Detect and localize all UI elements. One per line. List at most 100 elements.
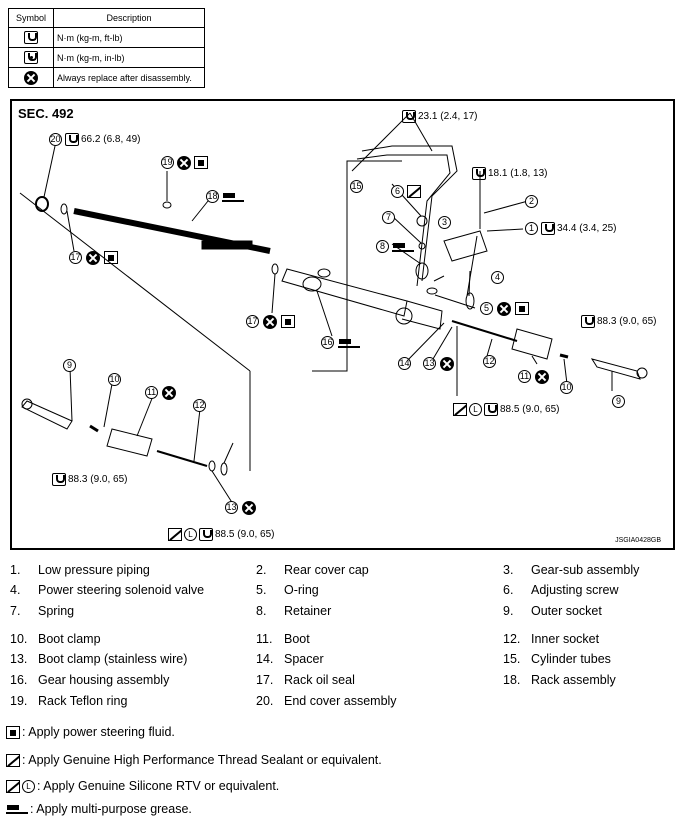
callout-13a: 13 — [423, 357, 436, 370]
sealant-icon — [168, 528, 182, 541]
torque-wrench-small-icon — [8, 47, 54, 68]
callout-12a: 12 — [483, 355, 496, 368]
legend-item: 14.Spacer — [256, 652, 324, 666]
note-grease: : Apply multi-purpose grease. — [6, 802, 192, 816]
callout-18: 18 — [206, 190, 219, 203]
legend-item: 17.Rack oil seal — [256, 673, 355, 687]
sealant-icon — [6, 779, 20, 793]
torque-20: 66.2 (6.8, 49) — [65, 133, 140, 146]
note-rtv: L : Apply Genuine Silicone RTV or equiva… — [6, 779, 279, 793]
sealant-icon — [453, 403, 467, 416]
note-sealant: : Apply Genuine High Performance Thread … — [6, 753, 382, 767]
symbol-description: N·m (kg-m, ft-lb) — [53, 27, 205, 48]
torque-value: 88.3 (9.0, 65) — [597, 316, 657, 327]
torque-9-left: 88.3 (9.0, 65) — [52, 473, 127, 486]
legend-item: 16.Gear housing assembly — [10, 673, 170, 687]
callout-17a: 17 — [69, 251, 82, 264]
grease-icon — [6, 804, 28, 814]
legend-item: 9.Outer socket — [503, 604, 602, 618]
symbol-description: Always replace after disassembly. — [53, 67, 205, 88]
callout-20: 20 — [49, 133, 62, 146]
torque-wrench-icon — [8, 27, 54, 48]
callout-13b: 13 — [225, 501, 238, 514]
callout-10a: 10 — [560, 381, 573, 394]
callout-9b: 9 — [63, 359, 76, 372]
callout-10b: 10 — [108, 373, 121, 386]
callout-11a: 11 — [518, 370, 531, 383]
legend-item: 15.Cylinder tubes — [503, 652, 611, 666]
torque-12-left: L 88.5 (9.0, 65) — [168, 528, 274, 541]
torque-value: 88.5 (9.0, 65) — [500, 404, 560, 415]
symbol-description: N·m (kg-m, in-lb) — [53, 47, 205, 68]
torque-wrench-icon — [199, 528, 213, 541]
legend-item: 4.Power steering solenoid valve — [10, 583, 205, 597]
legend-item: 5.O-ring — [256, 583, 319, 597]
replace-x-icon — [535, 370, 549, 384]
legend-item: 10.Boot clamp — [10, 632, 101, 646]
parts-drawing — [19, 112, 648, 505]
torque-9-right: 88.3 (9.0, 65) — [581, 315, 656, 328]
callout-9a: 9 — [612, 395, 625, 408]
legend-item: 6.Adjusting screw — [503, 583, 619, 597]
fluid-icon — [281, 315, 295, 328]
legend-item: 8.Retainer — [256, 604, 332, 618]
replace-x-icon — [86, 251, 100, 265]
note-text: : Apply Genuine Silicone RTV or equivale… — [37, 779, 280, 793]
callout-4: 4 — [491, 271, 504, 284]
torque-value: 34.4 (3.4, 25) — [557, 223, 617, 234]
callout-16: 16 — [321, 336, 334, 349]
callout-8: 8 — [376, 240, 389, 253]
replace-x-icon — [162, 386, 176, 400]
replace-x-icon — [263, 315, 277, 329]
legend-item: 2.Rear cover cap — [256, 563, 369, 577]
torque-wrench-icon — [541, 222, 555, 235]
legend-item: 19.Rack Teflon ring — [10, 694, 128, 708]
symbol-header: Symbol — [8, 8, 54, 28]
sealant-icon — [6, 753, 20, 767]
replace-x-icon — [497, 302, 511, 316]
callout-12b: 12 — [193, 399, 206, 412]
replace-x-icon — [8, 67, 54, 88]
silicone-rtv-icon: L — [22, 779, 35, 793]
torque-15: 23.1 (2.4, 17) — [402, 110, 477, 123]
silicone-rtv-icon: L — [184, 528, 197, 541]
callout-19: 19 — [161, 156, 174, 169]
legend-item: 13.Boot clamp (stainless wire) — [10, 652, 188, 666]
figure-id: JSGIA0428GB — [615, 537, 661, 544]
callout-11b: 11 — [145, 386, 158, 399]
grease-icon — [392, 242, 414, 252]
torque-value: 18.1 (1.8, 13) — [488, 168, 548, 179]
description-header: Description — [53, 8, 205, 28]
callout-6: 6 — [391, 185, 404, 198]
torque-1: 34.4 (3.4, 25) — [541, 222, 616, 235]
callout-17b: 17 — [246, 315, 259, 328]
section-label: SEC. 492 — [18, 106, 74, 121]
torque-wrench-icon — [402, 110, 416, 123]
grease-icon — [222, 192, 244, 202]
torque-wrench-icon — [581, 315, 595, 328]
silicone-rtv-icon: L — [469, 403, 482, 416]
torque-value: 66.2 (6.8, 49) — [81, 134, 141, 145]
sealant-icon — [407, 185, 421, 198]
callout-2: 2 — [525, 195, 538, 208]
legend-item: 12.Inner socket — [503, 632, 600, 646]
replace-x-icon — [242, 501, 256, 515]
callout-5: 5 — [480, 302, 493, 315]
fluid-icon — [104, 251, 118, 264]
legend-item: 11.Boot — [256, 632, 310, 646]
torque-12-right: L 88.5 (9.0, 65) — [453, 403, 559, 416]
torque-wrench-icon — [52, 473, 66, 486]
callout-15: 15 — [350, 180, 363, 193]
exploded-diagram: SEC. 492 — [10, 99, 675, 550]
grease-icon — [338, 338, 360, 348]
fluid-icon — [6, 725, 20, 739]
legend-item: 7.Spring — [10, 604, 75, 618]
replace-x-icon — [177, 156, 191, 170]
callout-3: 3 — [438, 216, 451, 229]
fluid-icon — [194, 156, 208, 169]
legend-item: 18.Rack assembly — [503, 673, 616, 687]
torque-wrench-icon — [65, 133, 79, 146]
torque-value: 88.3 (9.0, 65) — [68, 474, 128, 485]
torque-wrench-icon — [484, 403, 498, 416]
torque-value: 88.5 (9.0, 65) — [215, 529, 275, 540]
